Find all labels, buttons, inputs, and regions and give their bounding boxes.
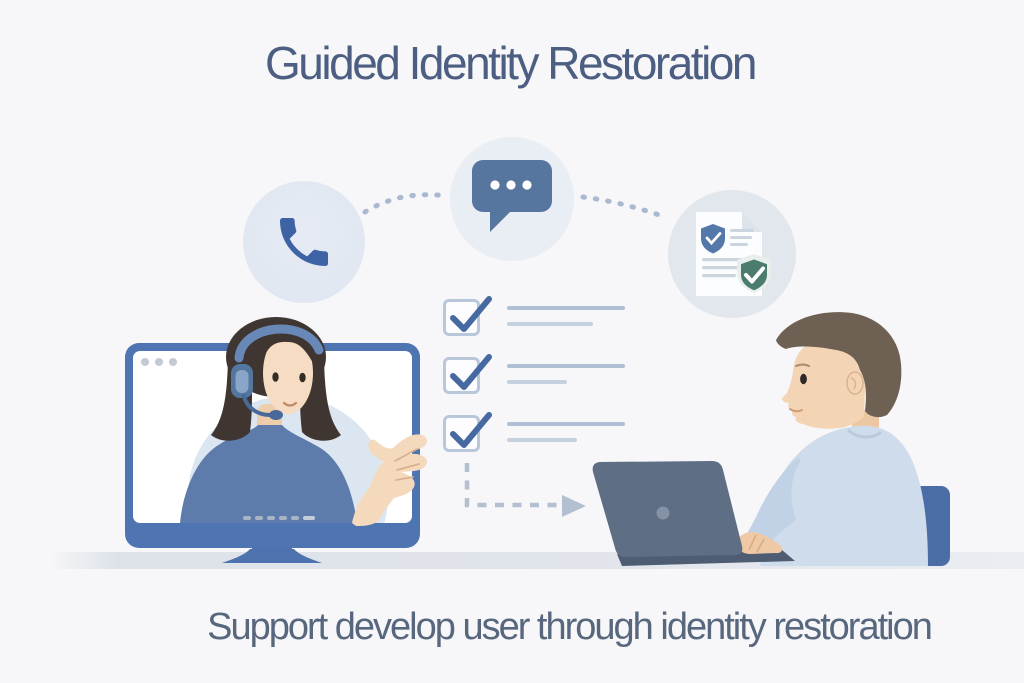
placeholder-line [507,380,567,384]
chat-dot [490,180,500,190]
user-at-laptop [592,312,950,566]
checklist-placeholder-lines [507,357,625,384]
checklist-item [443,354,625,394]
dashed-flow-arrow [464,463,586,517]
page-fold [742,212,762,232]
checklist-placeholder-lines [507,415,625,442]
phone-badge [243,181,365,303]
chat-badge [450,137,574,261]
caption-text: Support develop user through identity re… [207,606,933,648]
placeholder-line [507,306,625,310]
user-face [782,344,866,429]
chat-dot [506,180,516,190]
support-agent-monitor [125,317,428,563]
phone-icon [280,218,328,266]
window-control-dots [141,358,177,366]
page-title: Guided Identity Restoration [265,37,757,89]
agent-face [263,329,313,414]
headset-icon [231,324,324,420]
user-torso [760,425,928,566]
checklist-placeholder-lines [507,299,625,326]
chat-dot [522,180,532,190]
checkbox-checked-icon [443,412,492,452]
placeholder-line [507,364,625,368]
agent-hand [352,434,428,526]
screen-toolbar-dashes [243,516,315,520]
sweater-collar [846,428,882,439]
placeholder-line [507,438,577,442]
placeholder-line [507,322,593,326]
flow-connector-dotted-lines [362,192,665,219]
checklist-item [443,296,625,336]
checkbox-checked-icon [443,296,492,336]
document-badge [668,190,796,318]
placeholder-line [507,422,625,426]
agent-torso [180,425,357,523]
checkbox-checked-icon [443,354,492,394]
checklist [443,296,625,473]
user-hair [776,312,902,418]
shield-check-icon [741,259,767,291]
checklist-item [443,412,625,452]
verified-document-icon [696,212,771,296]
user-hand [735,532,783,554]
chat-bubble-icon [472,160,552,232]
shield-icon [701,224,725,254]
arrowhead-icon [562,495,586,517]
laptop-logo-icon [656,506,670,520]
user-ear [846,371,864,395]
